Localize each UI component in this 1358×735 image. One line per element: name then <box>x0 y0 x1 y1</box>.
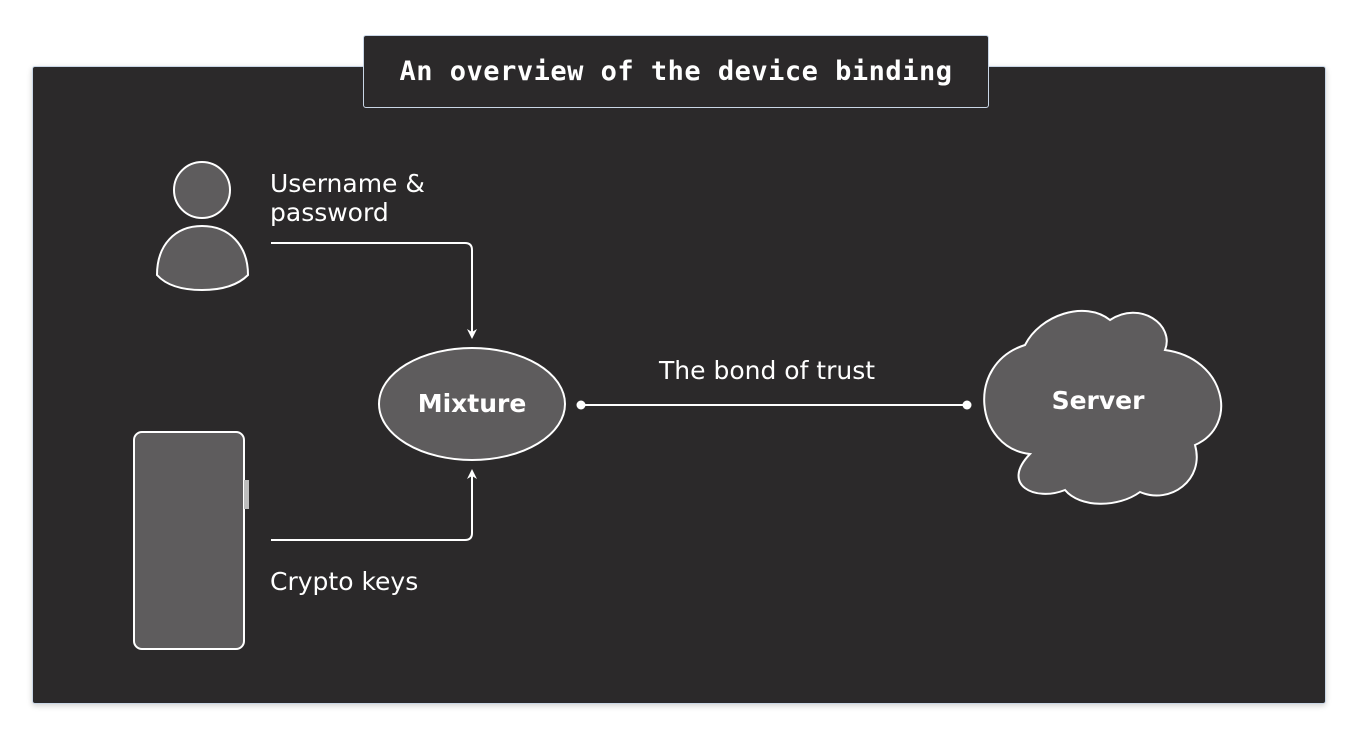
keys-label: Crypto keys <box>270 567 419 596</box>
server-label: Server <box>1051 386 1145 415</box>
keys-arrow <box>271 469 477 541</box>
phone-icon <box>133 431 249 650</box>
mixture-label: Mixture <box>417 389 527 418</box>
diagram-title: An overview of the device binding <box>399 56 953 87</box>
mixture-node <box>378 347 566 461</box>
cloud-icon <box>983 310 1222 505</box>
bond-connector <box>576 400 972 410</box>
credentials-label: Username & password <box>270 169 425 227</box>
user-icon <box>155 161 250 292</box>
credentials-arrow <box>271 242 477 339</box>
title-box: An overview of the device binding <box>363 35 989 108</box>
bond-label: The bond of trust <box>659 356 876 385</box>
